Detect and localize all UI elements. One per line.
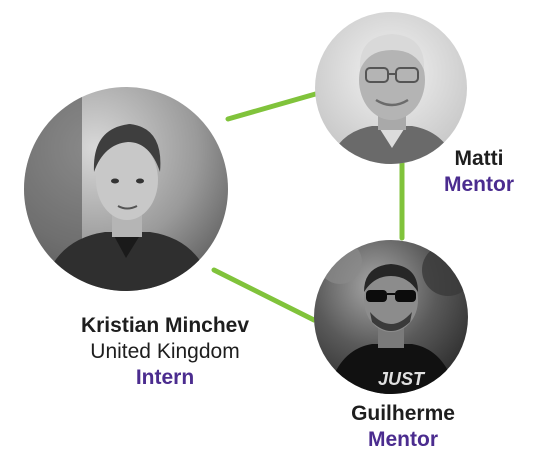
person-label-guilherme: Guilherme Mentor	[322, 401, 484, 453]
connector-kristian-guilherme	[211, 267, 317, 323]
person-role: Intern	[135, 366, 195, 389]
person-label-kristian: Kristian Minchev United Kingdom Intern	[20, 313, 310, 391]
person-label-matti: Matti Mentor	[420, 146, 538, 198]
guilherme-photo: JUST	[314, 240, 468, 394]
connector-lines	[211, 90, 405, 323]
person-name: Kristian Minchev	[80, 314, 250, 337]
person-country: United Kingdom	[90, 340, 240, 363]
person-role: Mentor	[444, 173, 514, 196]
person-role: Mentor	[368, 428, 438, 451]
person-name: Matti	[454, 147, 504, 170]
connector-kristian-matti	[225, 90, 322, 122]
kristian-photo	[24, 87, 228, 291]
svg-text:JUST: JUST	[378, 369, 426, 389]
person-name: Guilherme	[351, 402, 455, 425]
